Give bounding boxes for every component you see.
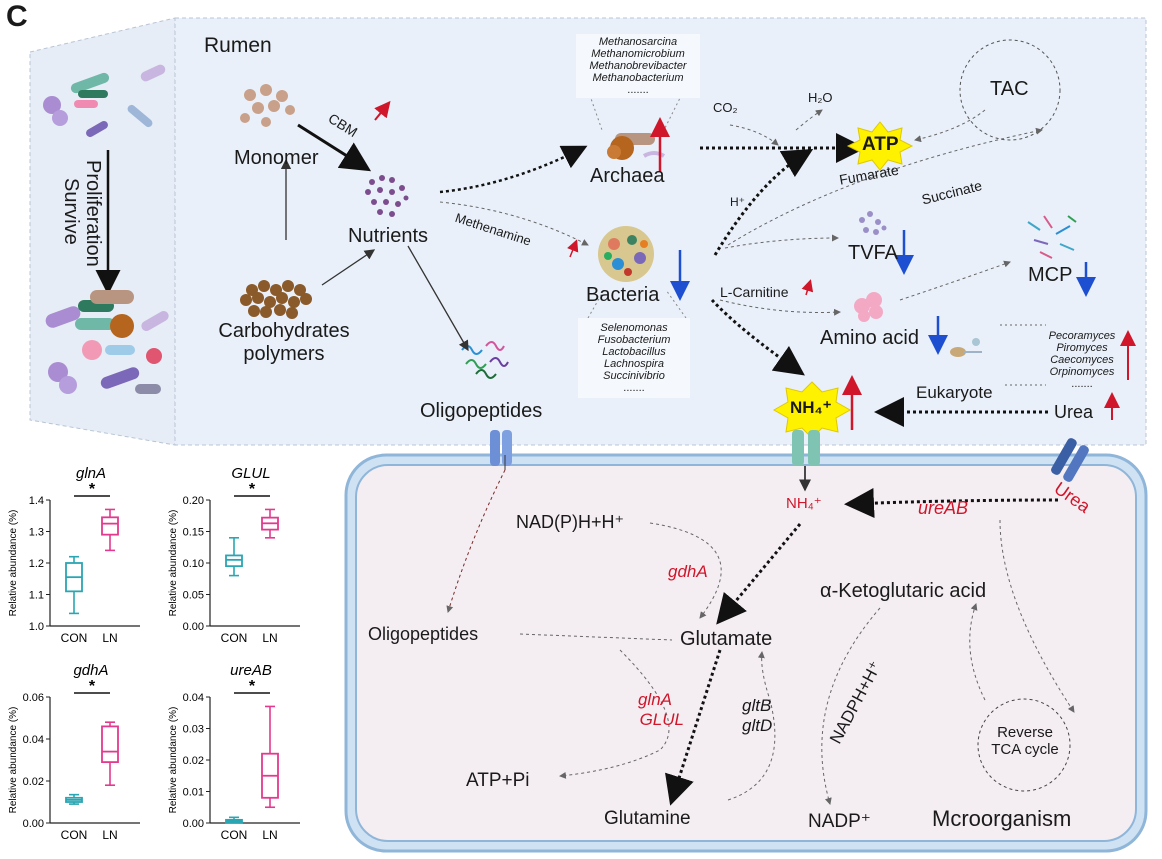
cell-oligopeptides-label: Oligopeptides (368, 624, 479, 644)
tac-label: TAC (990, 78, 1029, 100)
panel-letter: C (6, 0, 28, 33)
rumen-title: Rumen (204, 34, 272, 57)
mcp-icon (1027, 215, 1077, 259)
reverse-tca-label: Reverse TCA cycle (991, 724, 1059, 758)
microbes-top-icon (43, 64, 166, 137)
cell-nh4-label: NH₄⁺ (786, 495, 822, 512)
cell-title: Mcroorganism (932, 806, 1072, 831)
proliferation-label: Proliferation (82, 160, 104, 267)
urea-transporter-icon (1051, 438, 1089, 482)
archaea-genera-box: Methanosarcina Methanomicrobium Methanob… (576, 34, 700, 98)
tvfa-icon (859, 211, 887, 235)
l-carnitine-label: L-Carnitine (720, 284, 789, 300)
eukaryote-label: Eukaryote (916, 383, 993, 402)
bacteria-genera-box: Selenomonas Fusobacterium Lactobacillus … (578, 318, 690, 398)
ureab-label: ureAB (918, 498, 969, 518)
archaea-icon (607, 133, 666, 160)
nadp-label: NADP⁺ (808, 811, 871, 832)
nh4-transporter-icon (792, 430, 820, 466)
eukaryote-icon (950, 338, 982, 357)
akg-label: α-Ketoglutaric acid (820, 580, 987, 602)
monomer-label: Monomer (234, 147, 319, 169)
mcp-label: MCP (1028, 264, 1073, 286)
tvfa-label: TVFA (848, 242, 899, 264)
nadph-h-label: NAD(P)H+H⁺ (516, 512, 625, 532)
bacteria-icon (598, 226, 654, 282)
rumen-urea-label: Urea (1054, 402, 1094, 422)
glna-label: glnA (637, 690, 672, 709)
archaea-label: Archaea (590, 165, 665, 187)
atp-pi-label: ATP+Pi (466, 770, 530, 791)
h2o-label: H₂O (808, 90, 833, 105)
glutamate-label: Glutamate (680, 628, 773, 650)
bacteria-label: Bacteria (586, 284, 660, 306)
monomer-icon (240, 84, 295, 127)
amino-acid-icon (854, 292, 883, 322)
gltd-label: gltD (742, 716, 773, 735)
microbes-bottom-icon (45, 290, 169, 394)
carbohydrates-label: Carbohydrates polymers (218, 320, 350, 365)
survive-label: Survive (60, 178, 82, 245)
co2-label: CO₂ (713, 100, 738, 115)
amino-acid-label: Amino acid (820, 327, 919, 349)
rumen-oligopeptides-label: Oligopeptides (420, 400, 543, 422)
carbohydrate-polymers-icon (240, 280, 312, 319)
nutrients-icon (365, 175, 409, 217)
glutamine-label: Glutamine (604, 808, 691, 829)
cell-inner (355, 464, 1137, 842)
gltb-label: gltB (742, 696, 772, 715)
atp-star-icon (846, 121, 914, 171)
glul-label: GLUL (639, 710, 684, 729)
h-plus-label: H⁺ (730, 195, 745, 209)
rumen-nh4-label: NH₄⁺ (790, 398, 832, 417)
gdha-label: gdhA (668, 562, 708, 581)
eukaryote-genera-box: Pecoramyces Piromyces Caecomyces Orpinom… (1048, 330, 1116, 390)
nutrients-label: Nutrients (348, 225, 429, 247)
atp-label: ATP (862, 134, 899, 155)
